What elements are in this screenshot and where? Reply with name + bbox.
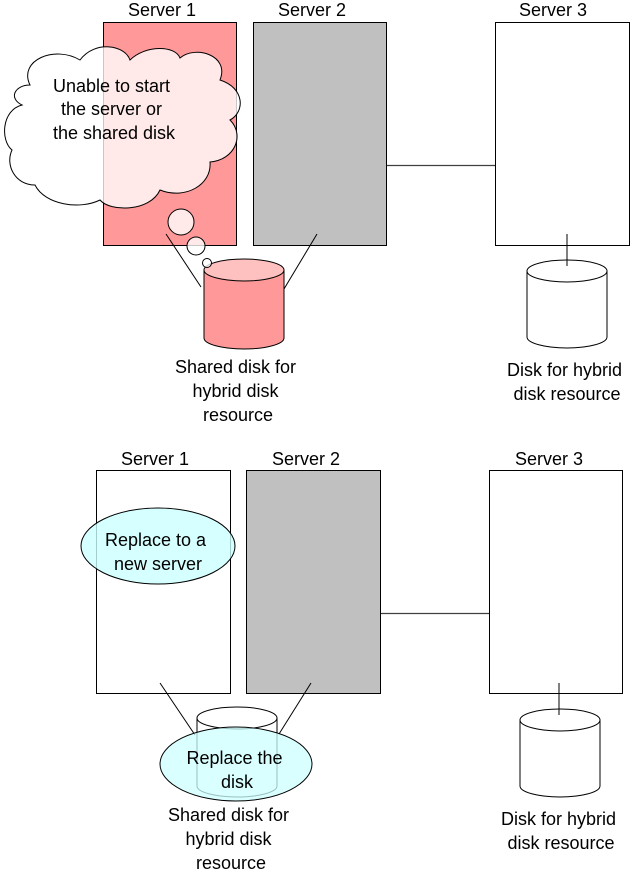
bottom-shared-disk-label: Shared disk for hybrid disk resource (168, 805, 294, 872)
top-hybrid-disk-label: Disk for hybrid disk resource (507, 360, 627, 404)
top-hybrid-disk-icon (526, 259, 608, 349)
top-server1-label: Server 1 (128, 0, 196, 20)
bottom-server2-label: Server 2 (272, 449, 340, 469)
bottom-scenario: Server 1 Server 2 Server 3 Disk for hybr… (80, 449, 623, 872)
error-message: Unable to start the server or the shared… (53, 76, 176, 143)
top-server2-disk-link (283, 233, 318, 290)
top-server3-label: Server 3 (519, 0, 587, 20)
top-server3-box (495, 22, 630, 246)
top-server2-box (253, 22, 387, 246)
bottom-hybrid-disk-label: Disk for hybrid disk resource (501, 809, 621, 853)
replace-disk-callout (159, 726, 313, 802)
bottom-server3-box (489, 470, 623, 694)
top-shared-disk-icon (203, 258, 285, 350)
bottom-server1-disk-link (159, 682, 196, 736)
top-shared-disk-label: Shared disk for hybrid disk resource (175, 357, 301, 425)
bottom-server2-disk-link (278, 682, 312, 735)
replace-server-callout (80, 507, 236, 585)
top-server2-label: Server 2 (278, 0, 346, 20)
top-server1-disk-link (165, 233, 202, 288)
top-scenario: Server 1 Server 2 Server 3 Shared disk f… (4, 0, 630, 425)
error-thought-cloud (4, 46, 241, 268)
bottom-hybrid-disk-icon (519, 708, 601, 798)
bottom-server3-label: Server 3 (515, 449, 583, 469)
bottom-server2-box (246, 470, 381, 694)
replace-server-text: Replace to a new server (105, 530, 211, 574)
bottom-server1-label: Server 1 (121, 449, 189, 469)
replace-disk-text: Replace the disk (186, 748, 287, 792)
